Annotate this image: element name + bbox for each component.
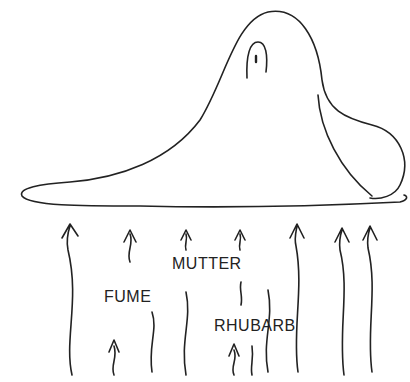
blob-dot bbox=[255, 56, 257, 62]
vapour-word: FUME bbox=[104, 289, 151, 305]
rising-arrows bbox=[62, 224, 377, 375]
blob-outline bbox=[22, 11, 407, 206]
blob-inner-curve bbox=[318, 95, 372, 196]
vapour-word: MUTTER bbox=[172, 256, 242, 272]
blob-arch bbox=[247, 42, 267, 78]
vapour-word: RHUBARB bbox=[214, 318, 296, 334]
